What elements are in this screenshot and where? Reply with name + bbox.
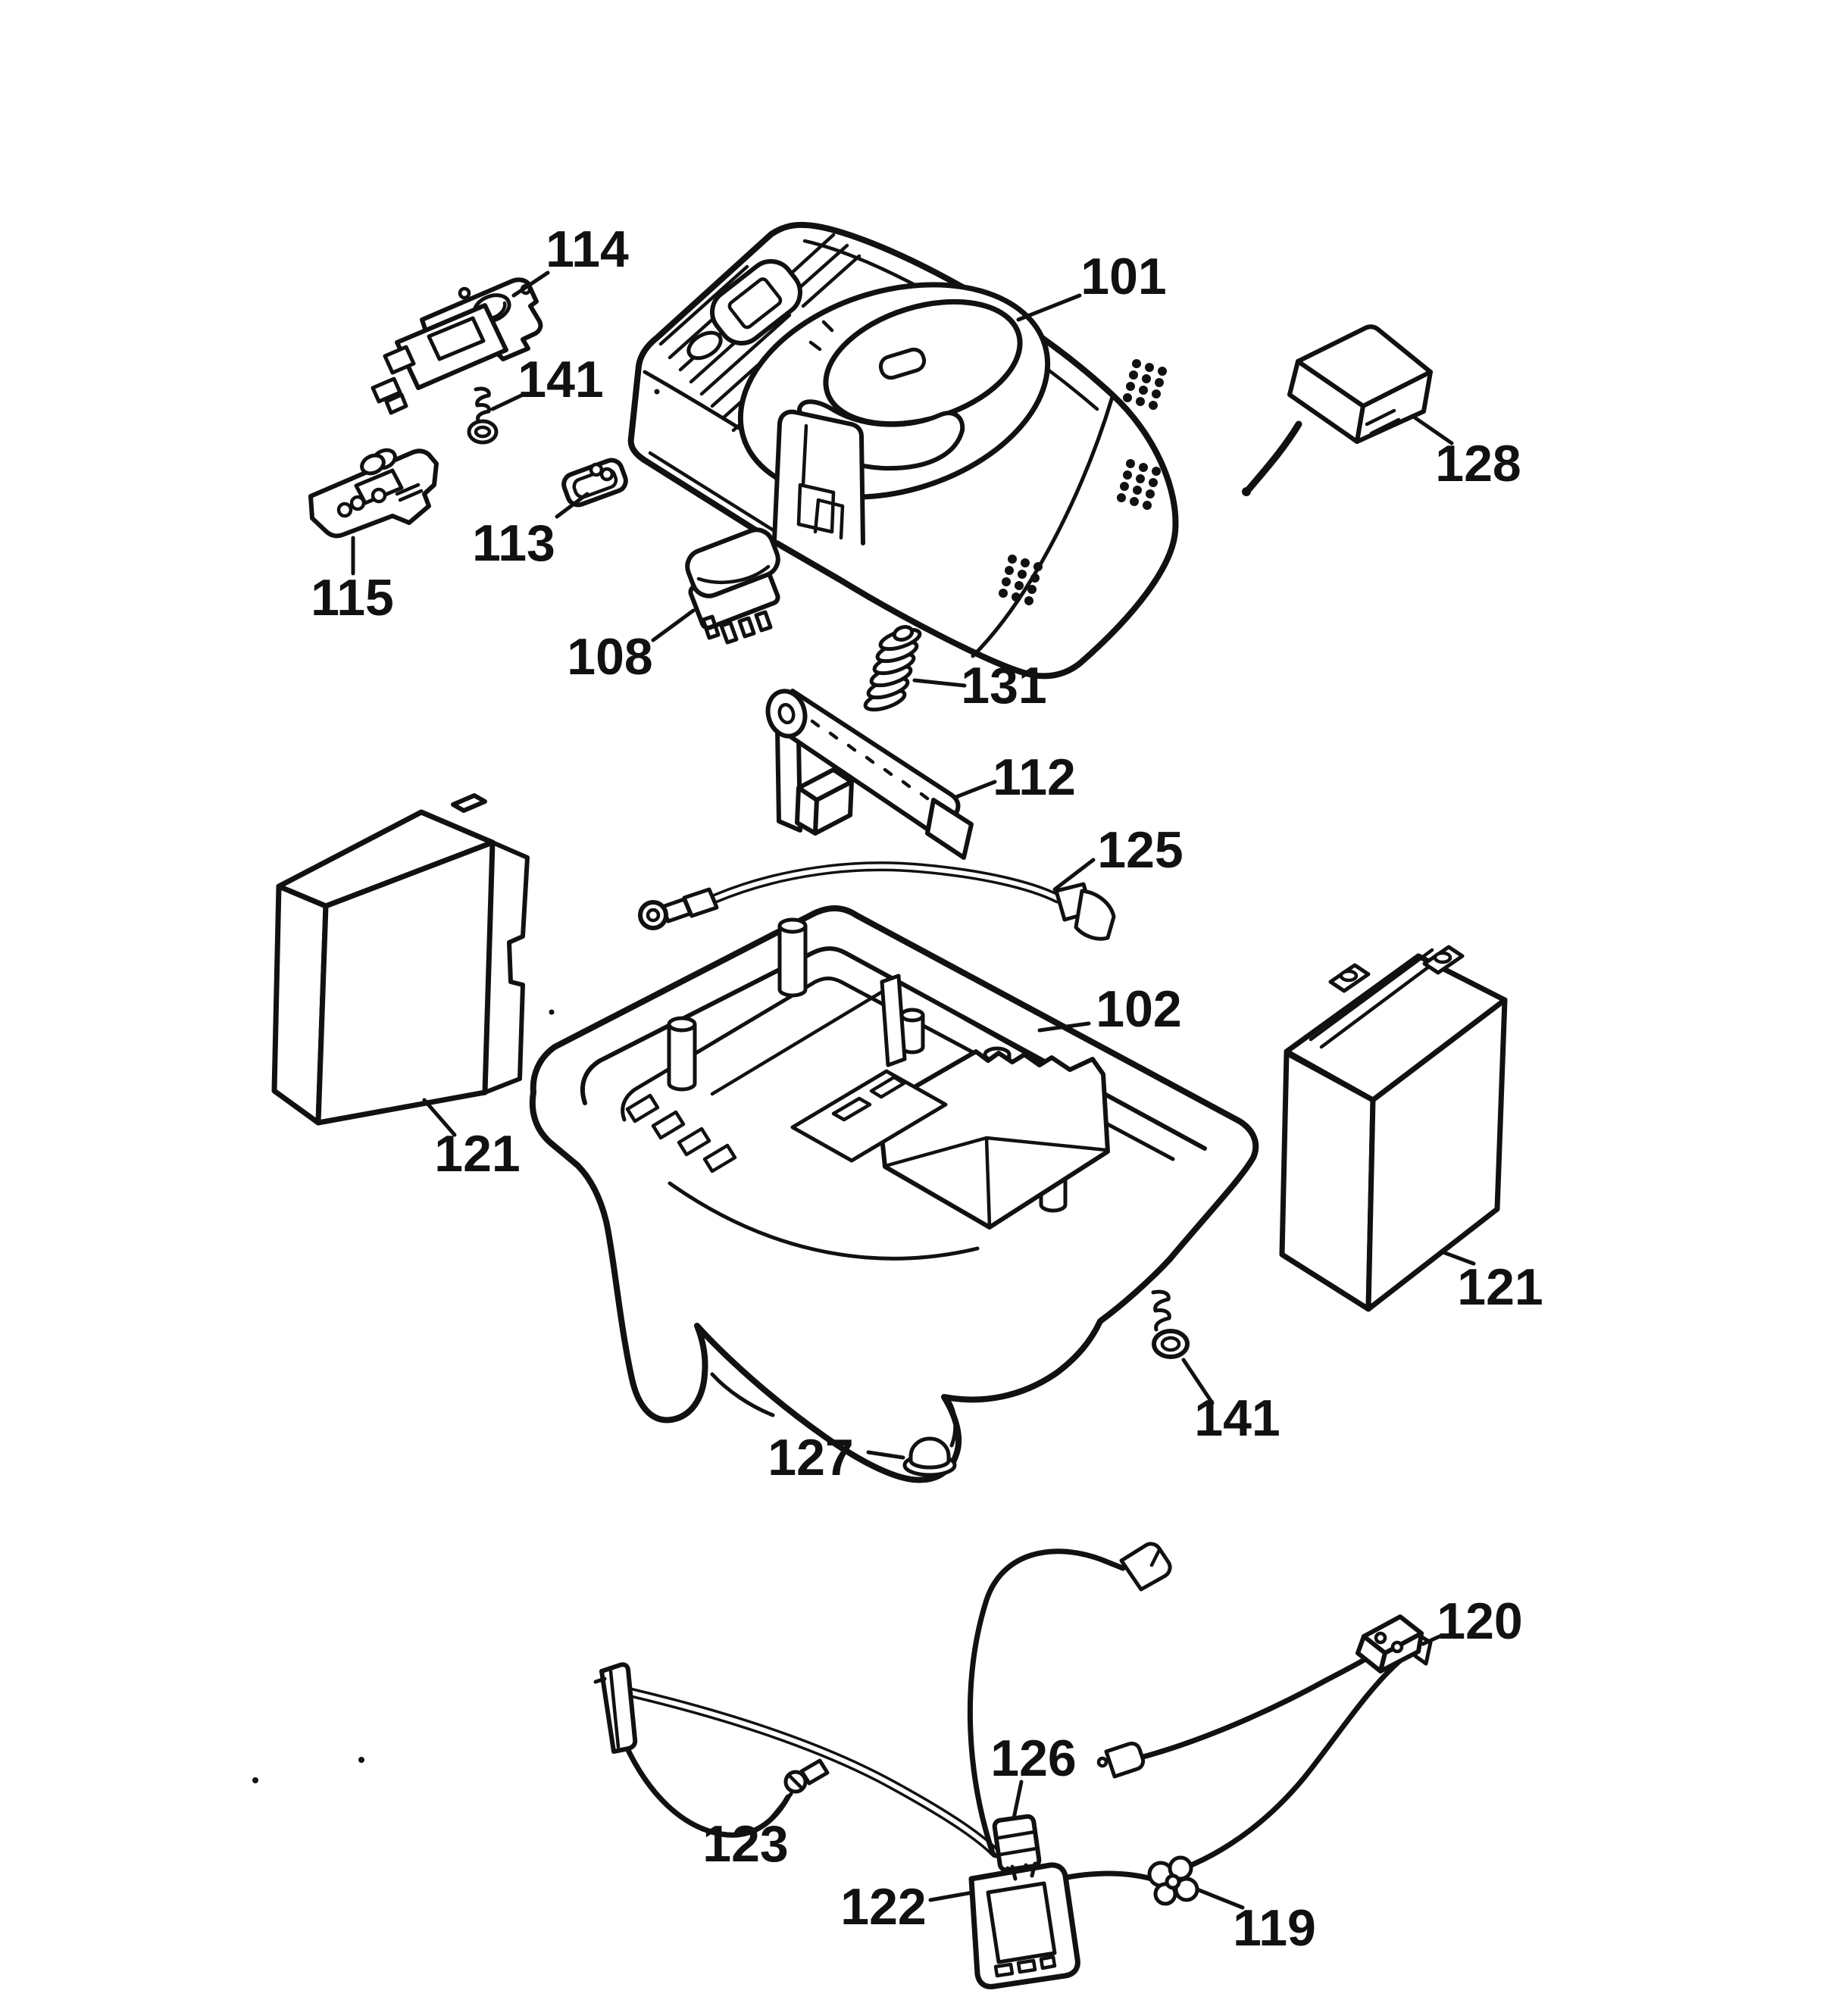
part-top-cover xyxy=(627,221,1179,680)
leader-128 xyxy=(1410,414,1454,445)
leader-126 xyxy=(1012,1780,1024,1820)
plug-connector xyxy=(1356,1614,1433,1673)
callout-123: 123 xyxy=(702,1815,788,1873)
leader-102 xyxy=(1037,1021,1091,1033)
small-terminal xyxy=(1096,1741,1146,1779)
leader-114 xyxy=(511,270,550,298)
vent-holes xyxy=(999,359,1167,605)
callout-141-upper: 141 xyxy=(518,351,603,408)
callout-119: 119 xyxy=(1233,1899,1316,1957)
leader-127 xyxy=(866,1450,905,1460)
flat-plug xyxy=(593,1662,638,1754)
callout-114: 114 xyxy=(546,220,629,278)
callout-121-right: 121 xyxy=(1457,1258,1543,1316)
callout-127: 127 xyxy=(768,1429,853,1486)
part-lever-arm xyxy=(765,689,974,860)
leader-121-left xyxy=(422,1098,457,1137)
callout-113: 113 xyxy=(472,514,555,572)
part-screw-lower xyxy=(1151,1289,1190,1359)
wire-120 xyxy=(1137,1656,1368,1761)
leader-lines xyxy=(351,270,1476,1910)
leader-123 xyxy=(765,1792,793,1825)
callout-101: 101 xyxy=(1080,248,1166,305)
callout-102: 102 xyxy=(1096,980,1181,1038)
wire-arc xyxy=(967,1548,1126,1856)
callout-115: 115 xyxy=(311,569,394,627)
print-specks xyxy=(252,389,660,1783)
part-retainer-clip xyxy=(561,458,628,508)
callout-120: 120 xyxy=(1437,1592,1522,1650)
leader-125 xyxy=(1052,858,1096,892)
callout-131: 131 xyxy=(961,657,1046,714)
part-screw-upper xyxy=(467,386,499,445)
leader-101 xyxy=(1016,293,1082,322)
spade-terminal-up xyxy=(1119,1542,1172,1592)
callout-108: 108 xyxy=(567,628,652,686)
leader-141-upper xyxy=(490,393,524,411)
wire-clamp xyxy=(1147,1855,1199,1906)
callout-112: 112 xyxy=(993,748,1076,806)
eyelet-terminal xyxy=(783,1758,830,1794)
front-notch xyxy=(772,409,865,545)
part-circuit-board xyxy=(308,448,439,539)
motor-assembly xyxy=(668,973,1110,1261)
callout-125: 125 xyxy=(1097,821,1183,879)
wire-119 xyxy=(1037,1658,1403,1886)
leader-112 xyxy=(954,780,997,799)
part-switch xyxy=(685,527,780,645)
callout-141-lower: 141 xyxy=(1194,1389,1280,1447)
wiring-harness xyxy=(593,1542,1433,1989)
part-power-adapter xyxy=(1242,324,1433,496)
callout-126: 126 xyxy=(990,1730,1076,1787)
callout-121-left: 121 xyxy=(434,1125,520,1183)
leader-113 xyxy=(555,492,589,519)
main-connector xyxy=(968,1861,1080,1989)
leader-121-right xyxy=(1439,1249,1476,1266)
leader-108 xyxy=(651,608,696,642)
part-base-housing xyxy=(529,905,1259,1483)
leader-119 xyxy=(1195,1887,1245,1910)
part-battery-left xyxy=(271,793,530,1126)
part-grommet xyxy=(902,1436,957,1477)
callout-labels: 114 141 101 128 115 113 108 131 112 125 … xyxy=(311,220,1543,1957)
part-spring xyxy=(863,625,922,712)
button-oval xyxy=(686,330,723,361)
part-battery-cable xyxy=(638,861,1116,941)
leader-120 xyxy=(1421,1634,1442,1646)
leader-141-lower xyxy=(1181,1358,1215,1405)
leader-131 xyxy=(912,678,967,688)
part-battery-right xyxy=(1279,945,1508,1312)
leader-122 xyxy=(928,1890,975,1902)
callout-122: 122 xyxy=(840,1878,926,1936)
indicator-window xyxy=(710,259,802,345)
callout-128: 128 xyxy=(1435,435,1521,492)
part-mounting-bracket xyxy=(371,277,543,415)
